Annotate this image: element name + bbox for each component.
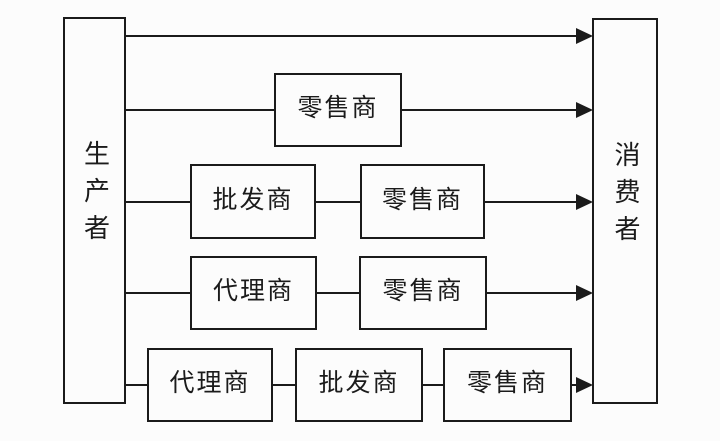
wholesaler-box: 批发商 [190,164,316,239]
agent-box: 代理商 [190,256,317,330]
retailer-box: 零售商 [443,348,572,422]
wholesaler-label: 批发商 [318,370,400,397]
retailer-label: 零售商 [297,95,379,122]
retailer-box: 零售商 [360,164,485,239]
channel-line-level4 [126,292,578,294]
arrowhead-icon [576,28,593,44]
consumer-label: 消费者 [611,140,640,252]
retailer-box: 零售商 [274,73,402,147]
producer-box: 生产者 [63,17,126,404]
arrowhead-icon [576,194,593,210]
retailer-label: 零售商 [466,370,548,397]
agent-label: 代理商 [169,370,251,397]
channel-line-level1 [126,35,578,37]
consumer-box: 消费者 [592,18,658,404]
arrowhead-icon [576,102,593,118]
producer-label: 生产者 [80,140,110,251]
retailer-box: 零售商 [359,256,487,330]
retailer-label: 零售商 [381,186,463,214]
wholesaler-box: 批发商 [295,348,423,422]
retailer-label: 零售商 [382,278,464,305]
agent-label: 代理商 [212,278,294,305]
wholesaler-label: 批发商 [212,186,294,214]
arrowhead-icon [576,285,593,301]
arrowhead-icon [576,377,593,393]
channel-line-level3 [126,201,578,203]
agent-box: 代理商 [147,348,273,422]
